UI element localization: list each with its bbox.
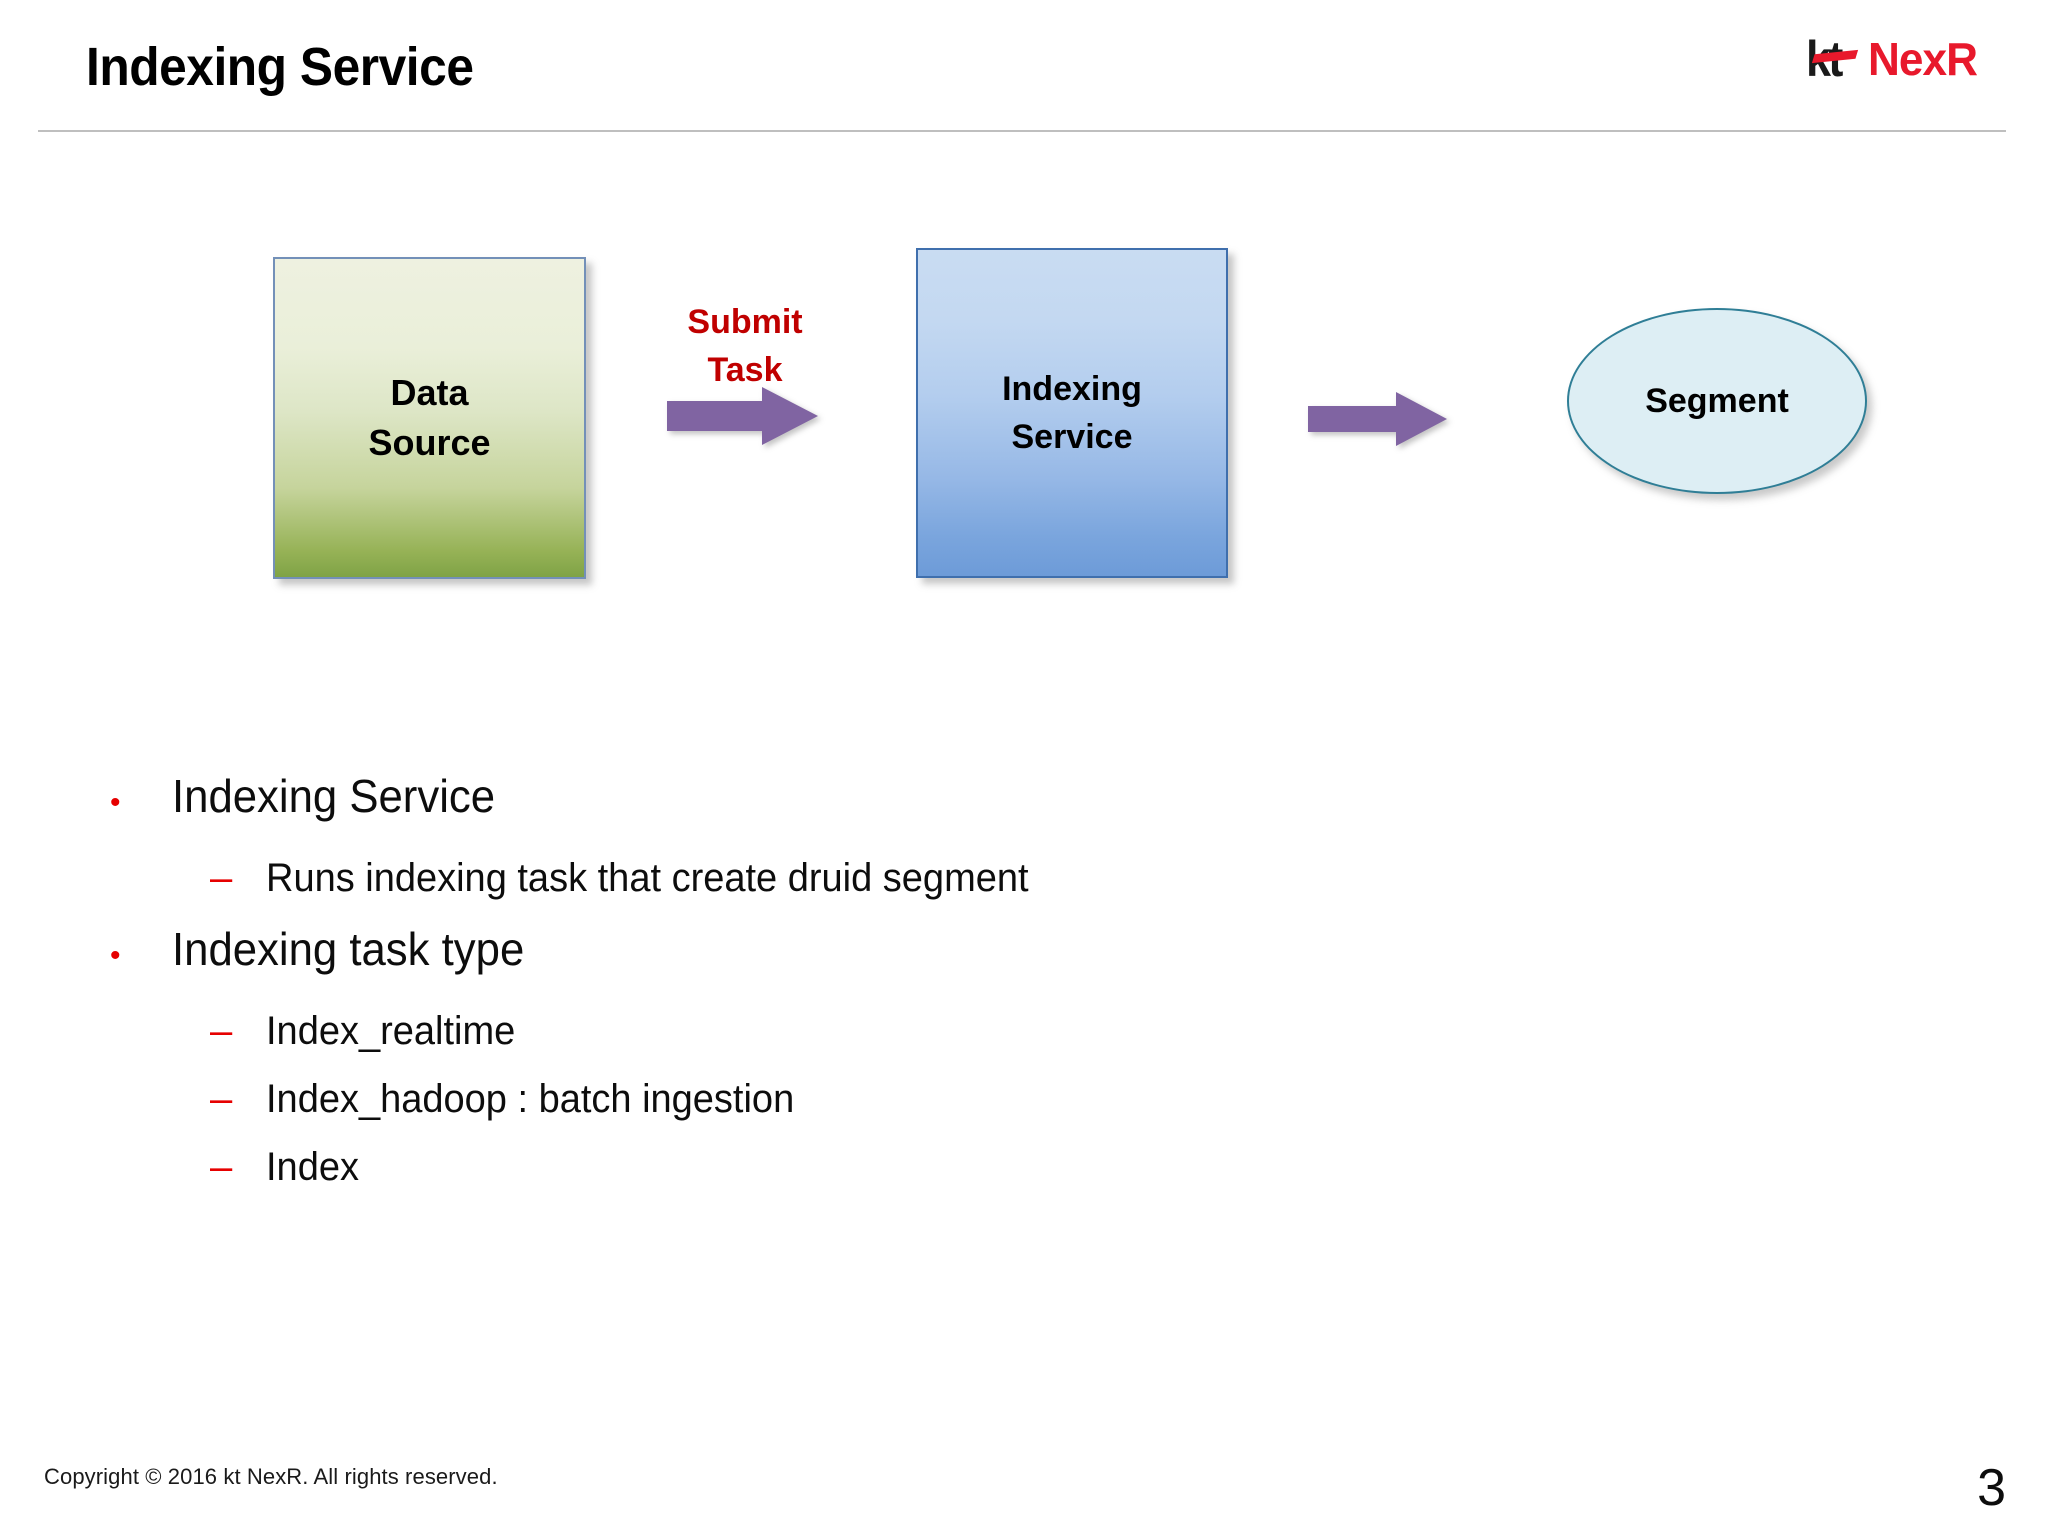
bullet-dash-icon: – xyxy=(210,1145,233,1189)
edge-label-line2: Task xyxy=(707,351,783,389)
node-label-stack: Indexing Service xyxy=(1002,365,1142,461)
edge-label-submit-task: Submit Task xyxy=(655,298,835,394)
arrow-right-icon-submit xyxy=(667,387,818,445)
page-title: Indexing Service xyxy=(86,37,474,97)
bullet-item-level2: – Index_hadoop : batch ingestion xyxy=(110,1066,1810,1132)
node-label-stack: Data Source xyxy=(368,368,490,468)
page-number: 3 xyxy=(1977,1459,2006,1517)
logo-nexr-text: NexR xyxy=(1868,33,1978,85)
bullet-label: Index xyxy=(266,1145,359,1189)
bullet-label: Runs indexing task that create druid seg… xyxy=(266,856,1029,900)
bullet-dash-icon: – xyxy=(210,1077,233,1121)
node-label-line2: Service xyxy=(1011,418,1133,456)
flow-diagram: Data Source Submit Task Indexing Service… xyxy=(0,0,2048,640)
node-label-line2: Source xyxy=(368,422,491,463)
bullet-item-level1: • Indexing Service xyxy=(110,760,1810,839)
bullet-dash-icon: – xyxy=(210,856,233,900)
bullet-label: Indexing task type xyxy=(172,923,525,975)
node-label-line1: Data xyxy=(390,372,469,413)
node-label-segment: Segment xyxy=(1645,381,1789,420)
edge-label-line1: Submit xyxy=(687,303,803,341)
bullet-item-level2: – Index xyxy=(110,1134,1810,1200)
diagram-node-data-source: Data Source xyxy=(273,257,586,579)
bullet-label: Index_hadoop : batch ingestion xyxy=(266,1077,795,1121)
bullet-item-level2: – Index_realtime xyxy=(110,998,1810,1064)
bullet-label: Index_realtime xyxy=(266,1009,516,1053)
diagram-node-indexing-service: Indexing Service xyxy=(916,248,1228,578)
bullet-label: Indexing Service xyxy=(172,770,496,822)
content-bullet-list: • Indexing Service – Runs indexing task … xyxy=(110,760,1810,1202)
header-divider xyxy=(38,130,2006,132)
bullet-item-level1: • Indexing task type xyxy=(110,913,1810,992)
bullet-item-level2: – Runs indexing task that create druid s… xyxy=(110,845,1810,911)
diagram-node-segment: Segment xyxy=(1567,308,1867,494)
arrow-right-icon-segment xyxy=(1308,392,1447,446)
footer-copyright: Copyright © 2016 kt NexR. All rights res… xyxy=(44,1464,498,1489)
bullet-dot-icon: • xyxy=(110,939,121,972)
bullet-dash-icon: – xyxy=(210,1009,233,1053)
bullet-dot-icon: • xyxy=(110,786,121,819)
node-label-line1: Indexing xyxy=(1002,370,1142,408)
kt-nexr-logo: kt NexR xyxy=(1806,28,2006,90)
